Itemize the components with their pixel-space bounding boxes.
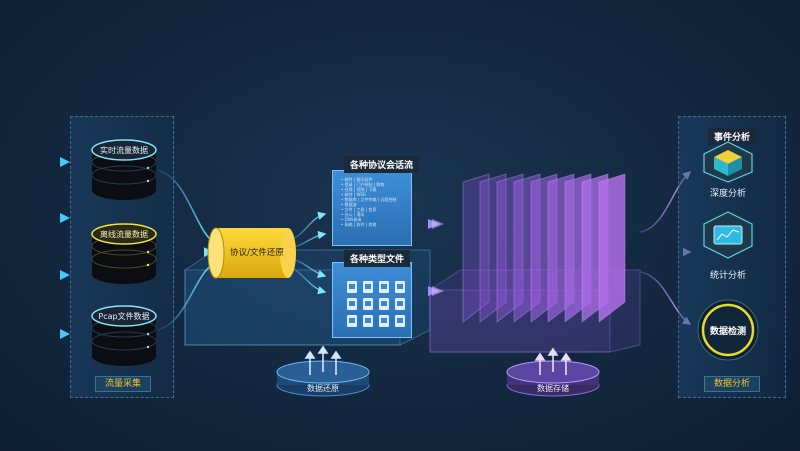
data-detection-ring-icon — [697, 299, 759, 361]
file-icon — [395, 315, 405, 327]
protocol-line: • 邮件 | WEB — [341, 192, 366, 197]
box-to-storage-arrows — [428, 219, 444, 296]
restore-cylinder-label: 协议/文件还原 — [230, 248, 284, 258]
offline-traffic-db-icon — [91, 223, 157, 284]
file-icon — [363, 315, 373, 327]
analysis-panel-label: 数据分析 — [704, 376, 760, 392]
realtime-traffic-db-icon — [91, 139, 157, 200]
restore-cylinder-icon — [207, 227, 296, 279]
file-icon — [379, 298, 389, 310]
file-icon — [363, 298, 373, 310]
protocol-line: • 办公 | 通讯 — [341, 212, 365, 217]
statistics-analysis-label: 统计分析 — [709, 271, 746, 281]
data-detection-label: 数据检测 — [709, 327, 746, 337]
file-box-title: 各种类型文件 — [344, 250, 411, 267]
depth-analysis-label: 深度分析 — [709, 189, 746, 199]
statistics-screen-icon — [703, 211, 753, 259]
protocol-line: • 文件 | 工具 | 信息 — [341, 207, 377, 212]
storage-layers-icon — [462, 173, 626, 324]
pcap-file-db-label: Pcap文件数据 — [98, 312, 150, 321]
protocol-session-box: • 邮件 | 聊天软件 • 登录 | 门户网站 | 购物 • 在线 | 视频 |… — [332, 170, 412, 246]
storage-platform-label: 数据存储 — [537, 384, 569, 393]
offline-traffic-db-label: 离线流量数据 — [100, 230, 148, 239]
file-icon — [379, 315, 389, 327]
storage-layer-sheet — [462, 173, 490, 324]
protocol-line: • 邮件 | 聊天软件 — [341, 177, 373, 182]
protocol-line: • 网络 | 软件 | 其他 — [341, 222, 377, 227]
file-icon — [347, 298, 357, 310]
file-icon — [395, 281, 405, 293]
storage-platform — [506, 347, 600, 397]
realtime-traffic-db-label: 实时流量数据 — [100, 146, 148, 155]
protocol-line: • DNS查询 — [341, 217, 362, 222]
collection-panel-label: 流量采集 — [95, 376, 151, 392]
file-icon — [347, 315, 357, 327]
storage-layer-sheet — [479, 173, 507, 324]
file-icon — [347, 281, 357, 293]
protocol-line: • 登录 | 门户网站 | 购物 — [341, 182, 385, 187]
pcap-file-db-icon — [91, 305, 157, 366]
protocol-line: • 数据库 | 文件传输 | 远程控制 — [341, 197, 397, 202]
event-analysis-label: 事件分析 — [708, 128, 757, 145]
restore-platform — [276, 345, 370, 397]
file-icon — [379, 281, 389, 293]
depth-analysis-cube-icon — [703, 141, 753, 183]
file-icon — [395, 298, 405, 310]
file-icon — [363, 281, 373, 293]
storage-layer-sheet — [598, 173, 626, 324]
restore-platform-label: 数据还原 — [307, 384, 339, 393]
protocol-line: • 在线 | 视频 | 下载 — [341, 187, 377, 192]
protocol-line: • 数据流 — [341, 202, 357, 207]
input-arrows — [60, 157, 70, 339]
file-type-box — [332, 262, 412, 338]
protocol-box-title: 各种协议会话流 — [344, 156, 420, 173]
